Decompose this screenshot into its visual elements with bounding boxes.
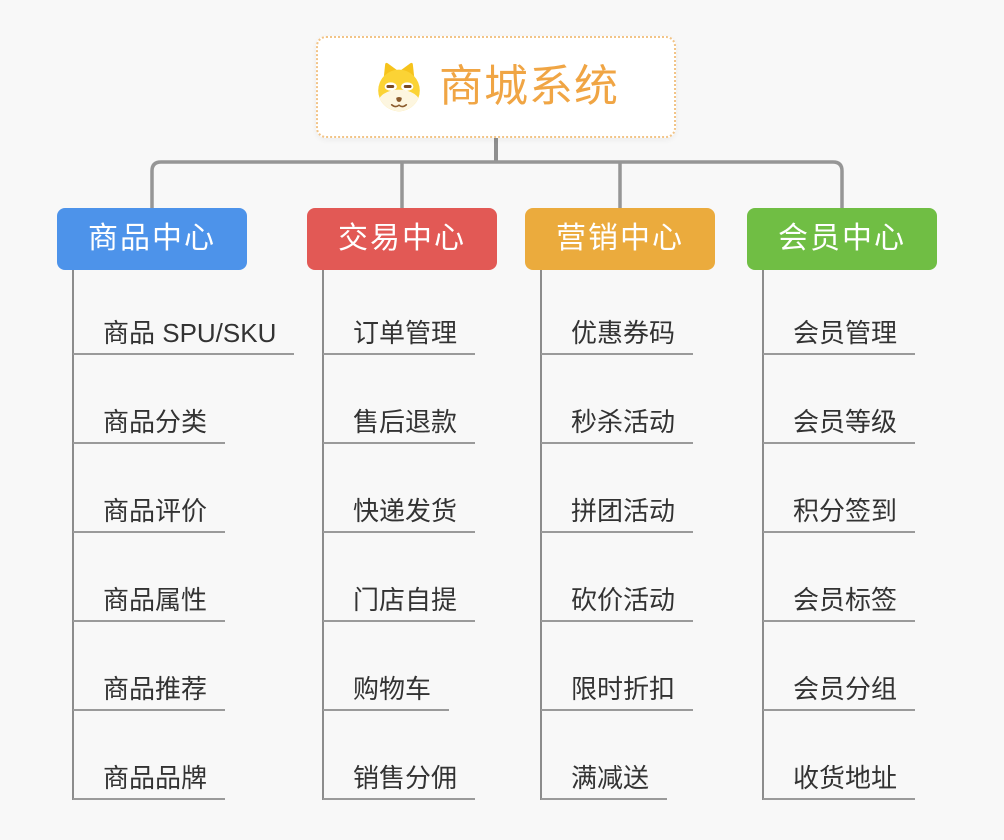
child-node[interactable]: 商品分类	[73, 396, 226, 444]
child-node[interactable]: 商品推荐	[73, 663, 226, 711]
child-label: 商品属性	[103, 584, 208, 615]
branch-label: 会员中心	[778, 222, 906, 255]
child-node[interactable]: 商品属性	[73, 574, 226, 622]
child-label: 快递发货	[353, 495, 458, 526]
child-node[interactable]: 门店自提	[323, 574, 476, 622]
branch-node-1[interactable]: 商品中心	[57, 208, 247, 270]
child-node[interactable]: 限时折扣	[541, 663, 694, 711]
child-node[interactable]: 会员等级	[763, 396, 916, 444]
child-node[interactable]: 砍价活动	[541, 574, 694, 622]
branch-node-2[interactable]: 交易中心	[307, 208, 497, 270]
child-label: 砍价活动	[571, 584, 676, 615]
child-label: 拼团活动	[571, 495, 676, 526]
child-node[interactable]: 商品品牌	[73, 752, 226, 800]
child-node[interactable]: 积分签到	[763, 485, 916, 533]
child-node[interactable]: 销售分佣	[323, 752, 476, 800]
branch-node-4[interactable]: 会员中心	[747, 208, 937, 270]
child-label: 商品 SPU/SKU	[103, 317, 277, 348]
child-label: 会员标签	[793, 584, 898, 615]
branch-label: 营销中心	[556, 222, 684, 255]
root-node[interactable]: 商城系统	[316, 36, 676, 138]
child-label: 优惠券码	[571, 317, 676, 348]
child-node[interactable]: 优惠券码	[541, 307, 694, 355]
child-label: 商品评价	[103, 495, 208, 526]
child-label: 秒杀活动	[571, 406, 676, 437]
child-label: 商品分类	[103, 406, 208, 437]
root-title: 商城系统	[439, 62, 619, 111]
child-label: 商品品牌	[103, 762, 208, 793]
child-node[interactable]: 订单管理	[323, 307, 476, 355]
child-node[interactable]: 收货地址	[763, 752, 916, 800]
child-node[interactable]: 购物车	[323, 663, 450, 711]
branch-label: 交易中心	[338, 222, 466, 255]
child-node[interactable]: 商品 SPU/SKU	[73, 307, 295, 355]
child-label: 销售分佣	[353, 762, 458, 793]
child-label: 门店自提	[353, 584, 458, 615]
child-node[interactable]: 会员管理	[763, 307, 916, 355]
child-node[interactable]: 商品评价	[73, 485, 226, 533]
branch-node-3[interactable]: 营销中心	[525, 208, 715, 270]
child-label: 满减送	[571, 762, 650, 793]
child-label: 收货地址	[793, 762, 898, 793]
child-label: 会员管理	[793, 317, 898, 348]
dog-face-icon	[378, 62, 420, 112]
child-node[interactable]: 售后退款	[323, 396, 476, 444]
child-label: 积分签到	[793, 495, 898, 526]
child-label: 订单管理	[353, 317, 458, 348]
child-label: 购物车	[353, 673, 432, 704]
child-label: 会员等级	[793, 406, 898, 437]
child-label: 限时折扣	[571, 673, 676, 704]
branch-label: 商品中心	[88, 222, 216, 255]
child-node[interactable]: 会员标签	[763, 574, 916, 622]
child-label: 会员分组	[793, 673, 898, 704]
child-node[interactable]: 会员分组	[763, 663, 916, 711]
child-label: 商品推荐	[103, 673, 208, 704]
child-node[interactable]: 满减送	[541, 752, 668, 800]
child-node[interactable]: 秒杀活动	[541, 396, 694, 444]
child-node[interactable]: 快递发货	[323, 485, 476, 533]
child-node[interactable]: 拼团活动	[541, 485, 694, 533]
child-label: 售后退款	[353, 406, 458, 437]
